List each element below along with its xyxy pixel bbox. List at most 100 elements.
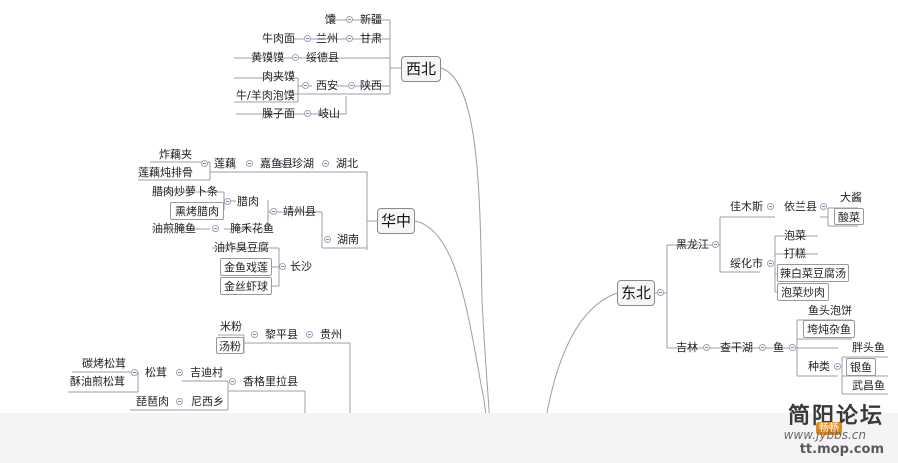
- node-songrong[interactable]: 松茸: [145, 366, 167, 379]
- node-dajiang[interactable]: 大酱: [840, 191, 862, 204]
- toggle-icon[interactable]: [324, 236, 331, 243]
- node-heilongjiang[interactable]: 黑龙江: [676, 238, 709, 251]
- toggle-icon[interactable]: [246, 160, 253, 167]
- node-niuroumian[interactable]: 牛肉面: [262, 32, 295, 45]
- node-hunan[interactable]: 湖南: [337, 233, 359, 246]
- node-xian[interactable]: 西安: [316, 79, 338, 92]
- node-mifen[interactable]: 米粉: [220, 320, 242, 333]
- node-hubei[interactable]: 湖北: [336, 157, 358, 170]
- node-xibei[interactable]: 西北: [401, 56, 441, 82]
- node-saozimian[interactable]: 臊子面: [262, 107, 295, 120]
- toggle-icon[interactable]: [346, 16, 353, 23]
- toggle-icon[interactable]: [712, 241, 719, 248]
- node-pipaorou[interactable]: 琵琶肉: [136, 395, 169, 408]
- node-jinsixiaqiu[interactable]: 金丝虾球: [220, 277, 272, 295]
- node-chaganhu[interactable]: 查干湖: [720, 341, 753, 354]
- node-shaanxi[interactable]: 陕西: [360, 79, 382, 92]
- node-jiayuxian[interactable]: 嘉鱼县: [260, 157, 293, 170]
- footer-band: [0, 413, 898, 463]
- node-zhonglei[interactable]: 种类: [808, 360, 830, 373]
- toggle-icon[interactable]: [279, 263, 286, 270]
- node-paocaichaorou[interactable]: 泡菜炒肉: [777, 283, 829, 301]
- toggle-icon[interactable]: [278, 160, 285, 167]
- toggle-icon[interactable]: [657, 289, 664, 296]
- node-qishan[interactable]: 岐山: [318, 107, 340, 120]
- node-lanzhou[interactable]: 兰州: [316, 32, 338, 45]
- node-jidicun[interactable]: 吉迪村: [190, 366, 223, 379]
- node-pangtouyu[interactable]: 胖头鱼: [852, 341, 885, 354]
- toggle-icon[interactable]: [229, 378, 236, 385]
- node-suancai[interactable]: 酸菜: [834, 208, 864, 225]
- node-nang[interactable]: 馕: [325, 13, 336, 26]
- node-changsha[interactable]: 长沙: [290, 260, 312, 273]
- toggle-icon[interactable]: [131, 369, 138, 376]
- node-choudoufu[interactable]: 油炸臭豆腐: [214, 241, 269, 254]
- node-yutoupaobing[interactable]: 鱼头泡饼: [808, 304, 852, 317]
- node-xunkaolarou[interactable]: 熏烤腊肉: [170, 202, 224, 220]
- node-nixixiang[interactable]: 尼西乡: [191, 395, 224, 408]
- node-yanhehuayu[interactable]: 腌禾花鱼: [230, 222, 274, 235]
- node-dongbei[interactable]: 东北: [617, 280, 655, 306]
- toggle-icon[interactable]: [302, 82, 309, 89]
- toggle-icon[interactable]: [304, 35, 311, 42]
- node-jilin[interactable]: 吉林: [676, 341, 698, 354]
- toggle-icon[interactable]: [292, 54, 299, 61]
- node-lipingxian[interactable]: 黎平县: [265, 328, 298, 341]
- node-paomo[interactable]: 牛/羊肉泡馍: [236, 89, 295, 102]
- node-xianggelila[interactable]: 香格里拉县: [243, 375, 298, 388]
- node-paocai[interactable]: 泡菜: [784, 229, 806, 242]
- toggle-icon[interactable]: [304, 110, 311, 117]
- node-youjianyanyu[interactable]: 油煎腌鱼: [152, 222, 196, 235]
- toggle-icon[interactable]: [224, 198, 231, 205]
- node-lianoupaigu[interactable]: 莲藕炖排骨: [138, 166, 193, 179]
- toggle-icon[interactable]: [759, 344, 766, 351]
- node-roujiamo[interactable]: 肉夹馍: [262, 70, 295, 83]
- node-larouluobo[interactable]: 腊肉炒萝卜条: [152, 185, 218, 198]
- node-wuchangyu[interactable]: 武昌鱼: [852, 379, 885, 392]
- node-gansu[interactable]: 甘肃: [360, 32, 382, 45]
- watermark-sub: 畅畅: [816, 422, 842, 435]
- node-suyoujiansongrong[interactable]: 酥油煎松茸: [70, 375, 125, 388]
- toggle-icon[interactable]: [176, 398, 183, 405]
- node-jiamusi[interactable]: 佳木斯: [730, 200, 763, 213]
- watermark-url-1: www.jybbs.cn: [783, 428, 866, 442]
- node-lianou[interactable]: 莲藕: [214, 157, 236, 170]
- node-guadunzayu[interactable]: 垮炖杂鱼: [803, 320, 855, 338]
- toggle-icon[interactable]: [251, 331, 258, 338]
- node-huazhong[interactable]: 华中: [377, 208, 415, 234]
- toggle-icon[interactable]: [348, 82, 355, 89]
- node-zhaoujia[interactable]: 炸藕夹: [159, 148, 192, 161]
- toggle-icon[interactable]: [767, 203, 774, 210]
- toggle-icon[interactable]: [270, 208, 277, 215]
- node-yinyu[interactable]: 银鱼: [846, 358, 876, 376]
- node-yu[interactable]: 鱼: [773, 341, 784, 354]
- node-jinyuxilian[interactable]: 金鱼戏莲: [220, 258, 272, 276]
- node-zhenhu[interactable]: 珍湖: [292, 157, 314, 170]
- node-suidexian[interactable]: 绥德县: [306, 51, 339, 64]
- node-suihuashi[interactable]: 绥化市: [730, 257, 763, 270]
- toggle-icon[interactable]: [767, 260, 774, 267]
- node-jingzhouxian[interactable]: 靖州县: [283, 205, 316, 218]
- toggle-icon[interactable]: [306, 331, 313, 338]
- toggle-icon[interactable]: [703, 344, 710, 351]
- toggle-icon[interactable]: [789, 344, 796, 351]
- node-larou[interactable]: 腊肉: [237, 195, 259, 208]
- toggle-icon[interactable]: [322, 160, 329, 167]
- watermark-logo: 简阳论坛 畅畅 www.jybbs.cn tt.mop.com: [754, 398, 884, 460]
- node-tangfen[interactable]: 汤粉: [216, 337, 244, 354]
- node-huangmomo[interactable]: 黄馍馍: [251, 51, 284, 64]
- node-tankaosongrong[interactable]: 碳烤松茸: [82, 357, 126, 370]
- node-guizhou[interactable]: 贵州: [320, 328, 342, 341]
- node-yilanxian[interactable]: 依兰县: [784, 200, 817, 213]
- toggle-icon[interactable]: [201, 160, 208, 167]
- toggle-icon[interactable]: [346, 35, 353, 42]
- toggle-icon[interactable]: [212, 225, 219, 232]
- node-dagao[interactable]: 打糕: [784, 247, 806, 260]
- node-labaicaidoufu[interactable]: 辣白菜豆腐汤: [777, 264, 849, 282]
- node-xinjiang[interactable]: 新疆: [360, 13, 382, 26]
- curve-xibei: [440, 67, 493, 463]
- toggle-icon[interactable]: [834, 363, 841, 370]
- toggle-icon[interactable]: [176, 369, 183, 376]
- toggle-icon[interactable]: [820, 203, 827, 210]
